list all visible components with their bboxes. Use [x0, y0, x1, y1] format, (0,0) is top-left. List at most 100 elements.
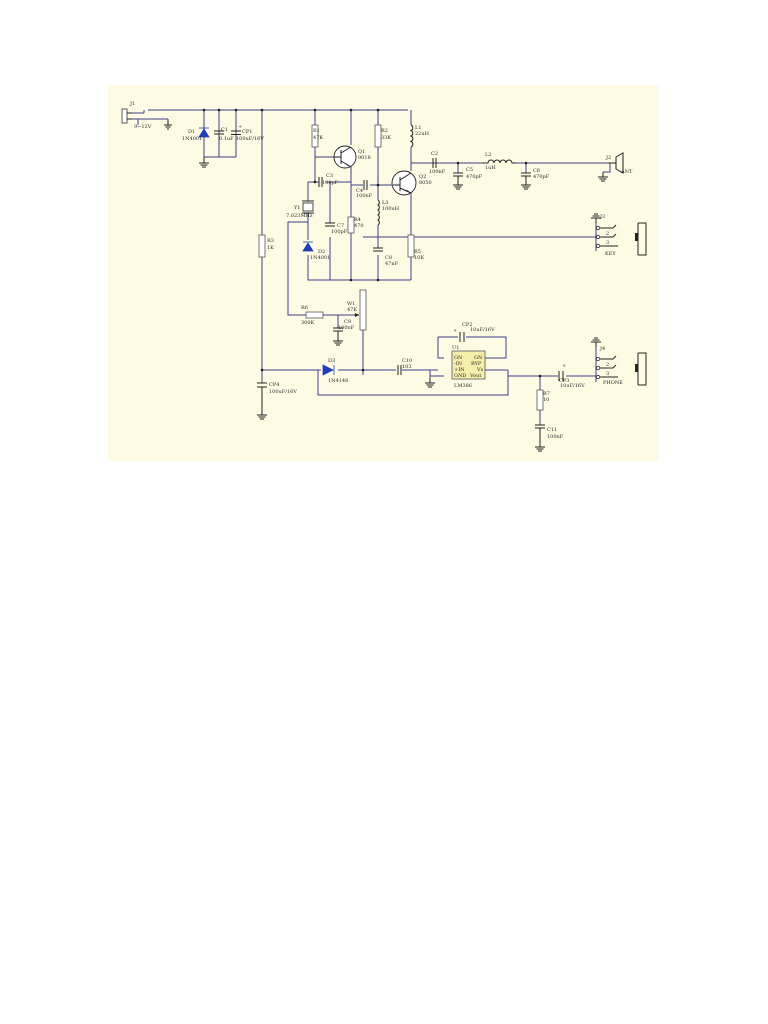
- cp1-value: 100uF/16V: [236, 136, 264, 142]
- u1-pin-byp: BYP: [471, 361, 482, 367]
- w1-ref: W1: [347, 301, 355, 307]
- r2-ref: R2: [381, 128, 388, 134]
- r4-ref: R4: [354, 217, 361, 223]
- antenna-connector-j2: J2 ANT: [598, 152, 633, 182]
- phone-jack-j4: J4 2 3 PHONE: [591, 337, 647, 386]
- j4-pin2: 2: [606, 362, 609, 368]
- l3-ref: L3: [382, 200, 389, 206]
- y1-value: 7.023MHz: [286, 213, 313, 219]
- ground-symbol: [199, 157, 209, 168]
- u1-value: LM386: [454, 383, 472, 389]
- resistor-r6: R6 300K: [301, 305, 324, 326]
- w1-value: 47K: [347, 307, 357, 313]
- j2-ref: J2: [605, 155, 611, 161]
- capacitor-c8: C8 47nF: [373, 247, 399, 267]
- l1-ref: L1: [415, 125, 422, 131]
- u1-pin-gn2: GN: [474, 355, 483, 361]
- circuit-schematic: J1 9~12V D1 1N4001 C1 0.1uF + CP1 100uF/…: [121, 101, 647, 452]
- j3-pin2: 2: [606, 231, 609, 237]
- y1-ref: Y1: [293, 205, 300, 211]
- svg-text:+: +: [238, 124, 242, 130]
- c4-value: 100nF: [356, 193, 373, 199]
- j1-value: 9~12V: [134, 124, 152, 130]
- capacitor-cp1: + CP1 100uF/16V: [231, 124, 264, 142]
- j1-ref: J1: [129, 101, 135, 107]
- transistor-q1: Q1 9018: [333, 145, 371, 169]
- crystal-y1: Y1 7.023MHz: [286, 200, 314, 219]
- capacitor-cp2: CP2 10uF/16V +: [453, 322, 495, 342]
- capacitor-c11: C11 100nF: [535, 424, 564, 452]
- c4-ref: C4: [356, 188, 363, 194]
- ic-u1-lm386: U1 GN GN -IN BYP +IN Vs GND Vout LM386: [425, 345, 486, 389]
- capacitor-c1: C1 0.1uF: [214, 127, 234, 142]
- resistor-r5: R5 10K: [407, 234, 424, 261]
- c11-value: 100nF: [547, 434, 564, 440]
- u1-pin-vs: Vs: [476, 367, 484, 373]
- resistor-r7: R7 10: [536, 389, 550, 411]
- c6-ref: C6: [533, 168, 540, 174]
- u1-pin-in-plus: +IN: [454, 367, 465, 373]
- c10-value: 103: [402, 364, 412, 370]
- r5-ref: R5: [414, 249, 421, 255]
- d1-value: 1N4001: [182, 136, 202, 142]
- c1-ref: C1: [221, 127, 228, 133]
- j2-value: ANT: [620, 169, 633, 175]
- r6-ref: R6: [301, 305, 308, 311]
- capacitor-c9: C9 100nF: [333, 319, 355, 346]
- capacitor-c7: C7 100pF: [325, 222, 348, 235]
- resistor-r1: R1 47K: [311, 124, 323, 148]
- r6-value: 300K: [301, 320, 315, 326]
- l2-value: 1uH: [485, 165, 496, 171]
- j4-value: PHONE: [603, 380, 623, 386]
- j3-ref: J3: [599, 214, 605, 220]
- c6-value: 470pF: [533, 174, 550, 180]
- inductor-l2: L2 1uH: [482, 152, 516, 171]
- capacitor-c10: C10 103: [397, 358, 412, 375]
- diode-d2: D2 1N4001: [302, 241, 330, 261]
- r1-ref: R1: [313, 128, 320, 134]
- d2-ref: D2: [318, 249, 325, 255]
- capacitor-cp4: CP4 100uF/16V: [257, 382, 297, 420]
- d1-ref: D1: [188, 129, 195, 135]
- resistor-r4: R4 470: [347, 216, 364, 234]
- c7-value: 100pF: [331, 229, 348, 235]
- u1-pin-gn1: GN: [454, 355, 463, 361]
- cp1-ref: CP1: [242, 129, 252, 135]
- potentiometer-w1: W1 47K: [347, 289, 367, 331]
- r5-value: 10K: [414, 255, 424, 261]
- c2-ref: C2: [431, 151, 438, 157]
- c3-value: 100pF: [322, 180, 339, 186]
- resistor-r3: R3 1K: [258, 234, 274, 258]
- q2-ref: Q2: [419, 174, 426, 180]
- c8-ref: C8: [385, 255, 392, 261]
- j4-pin3: 3: [606, 371, 609, 377]
- r3-value: 1K: [267, 245, 274, 251]
- l2-ref: L2: [485, 152, 492, 158]
- q2-value: 8050: [419, 180, 432, 186]
- inductor-l1: L1 22uH: [409, 124, 430, 148]
- cp4-ref: CP4: [269, 382, 279, 388]
- capacitor-cp3: + CP3 10uF/16V: [558, 363, 585, 389]
- r7-value: 10: [543, 397, 549, 403]
- capacitor-c6: C6 470pF: [521, 168, 550, 190]
- c1-value: 0.1uF: [219, 136, 234, 142]
- r3-ref: R3: [267, 238, 274, 244]
- cp2-ref: CP2: [462, 322, 472, 328]
- capacitor-c4: C4 100nF: [356, 180, 373, 199]
- d3-value: 1N4148: [328, 378, 348, 384]
- capacitor-c5: C5 470pF: [453, 167, 483, 190]
- key-jack-j3: J3 2 3 KEY: [591, 213, 647, 257]
- c5-ref: C5: [466, 167, 473, 173]
- q1-value: 9018: [358, 155, 371, 161]
- c2-value: 100nF: [429, 169, 446, 175]
- junctions: [202, 108, 542, 378]
- r7-ref: R7: [543, 391, 550, 397]
- inductor-l3: L3 100uH: [377, 199, 400, 226]
- diode-d3: D3 1N4148: [322, 358, 348, 384]
- c8-value: 47nF: [385, 261, 399, 267]
- r2-value: 33K: [381, 135, 391, 141]
- d2-value: 1N4001: [310, 255, 330, 261]
- capacitor-c2: C2 100nF: [429, 151, 446, 175]
- c7-ref: C7: [337, 223, 344, 229]
- j3-pin3: 3: [606, 240, 609, 246]
